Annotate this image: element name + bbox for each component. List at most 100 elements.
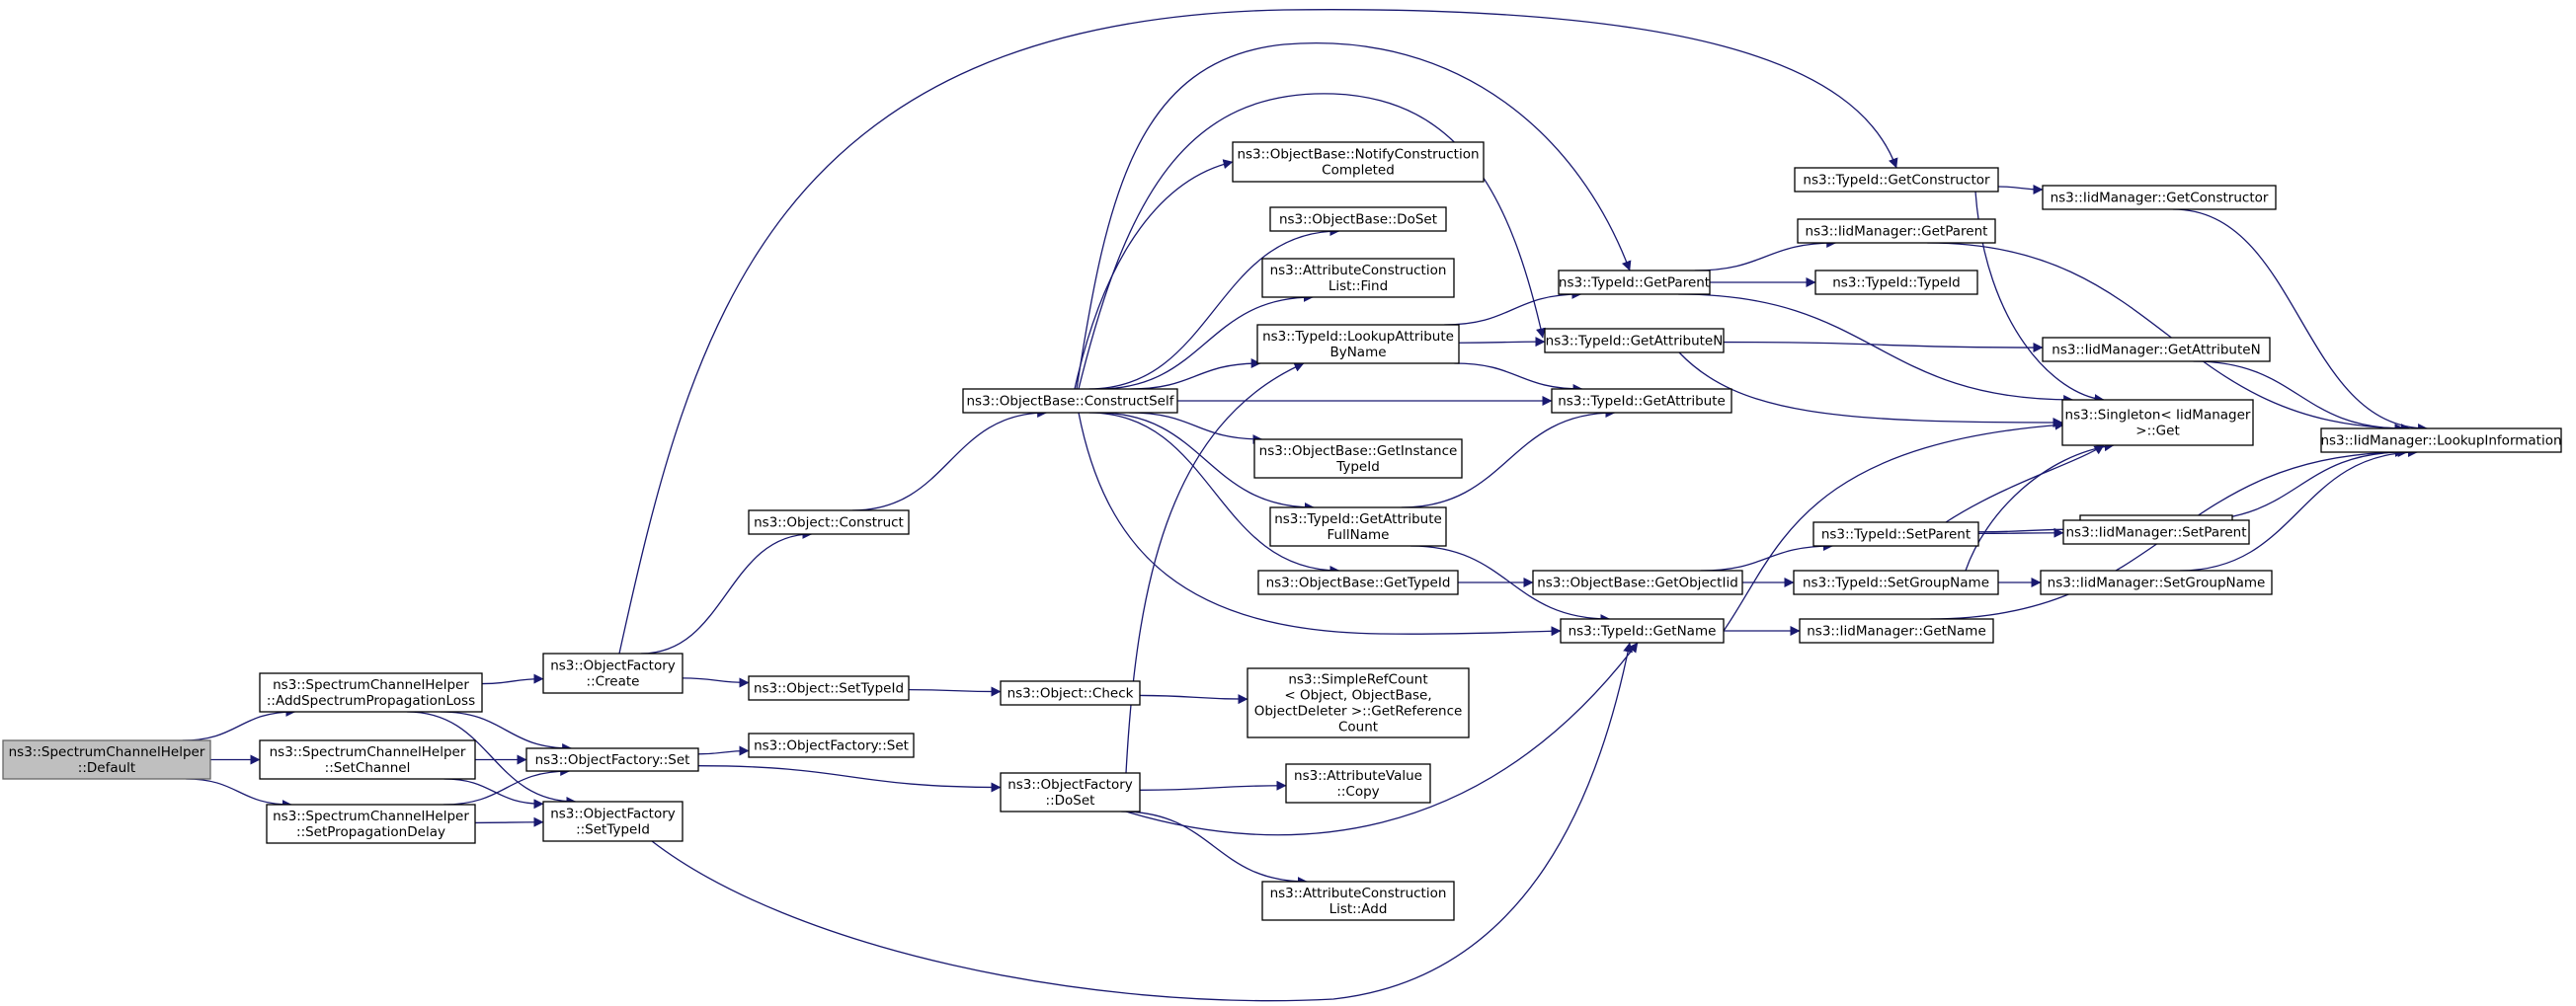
node-of-set[interactable]: ns3::ObjectFactory::Set <box>525 747 699 772</box>
edge-of_doset-to-acl_add <box>1121 811 1308 887</box>
edge-set_delay-to-of_set <box>443 766 571 806</box>
node-box <box>1285 763 1431 804</box>
node-of-create[interactable]: ns3::ObjectFactory::Create <box>542 653 684 694</box>
node-label-line: ns3::TypeId::GetAttributeN <box>1546 334 1724 349</box>
edge-of_create-to-obj_construct <box>641 529 813 655</box>
node-tid-typeid[interactable]: ns3::TypeId::TypeId <box>1814 270 1978 295</box>
node-box <box>1560 618 1725 644</box>
node-box <box>266 804 476 844</box>
edge-of_create-to-tid_getconstructor <box>618 9 1898 655</box>
node-label-line: ns3::TypeId::GetConstructor <box>1803 173 1990 189</box>
node-label-line: < Object, ObjectBase, <box>1284 688 1431 704</box>
node-box <box>259 739 476 780</box>
node-tid-getparent[interactable]: ns3::TypeId::GetParent <box>1558 270 1711 295</box>
node-tid-setparent[interactable]: ns3::TypeId::SetParent <box>1812 521 1979 547</box>
node-label-line: ByName <box>1329 345 1386 360</box>
node-label-line: ::Default <box>78 760 135 776</box>
node-tid-getconstructor[interactable]: ns3::TypeId::GetConstructor <box>1794 167 1999 193</box>
edge-add_loss-to-of_set <box>440 711 573 753</box>
node-label-line: ns3::TypeId::GetParent <box>1559 275 1710 291</box>
node-set-delay[interactable]: ns3::SpectrumChannelHelper::SetPropagati… <box>266 804 476 844</box>
node-ob-notify[interactable]: ns3::ObjectBase::NotifyConstructionCompl… <box>1232 141 1485 183</box>
node-obj-construct[interactable]: ns3::Object::Construct <box>748 509 910 535</box>
node-label-line: ::SetTypeId <box>576 822 650 838</box>
node-add-loss[interactable]: ns3::SpectrumChannelHelper::AddSpectrumP… <box>259 672 483 713</box>
node-tid-getattrn[interactable]: ns3::TypeId::GetAttributeN <box>1544 328 1725 353</box>
node-box <box>542 801 684 842</box>
edge-obj_settypeid-to-obj_check <box>908 686 1002 697</box>
node-label-line: ns3::TypeId::SetGroupName <box>1803 576 1989 591</box>
node-iid-getattrn[interactable]: ns3::IidManager::GetAttributeN <box>2042 337 2271 362</box>
node-box <box>2320 427 2562 453</box>
node-tid-getname[interactable]: ns3::TypeId::GetName <box>1560 618 1725 644</box>
edge-tid_setparent-to-singleton_get <box>1945 444 2105 523</box>
edge-iid_setgroupname-to-iid_lookup <box>2180 447 2418 572</box>
node-tid-setgroupname[interactable]: ns3::TypeId::SetGroupName <box>1793 570 1999 595</box>
node-ob-doset[interactable]: ns3::ObjectBase::DoSet <box>1269 206 1447 232</box>
node-box <box>2061 399 2254 446</box>
node-singleton-get[interactable]: ns3::Singleton< IidManager>::Get <box>2061 399 2254 446</box>
node-label-line: List::Add <box>1329 901 1388 917</box>
node-label-line: ns3::TypeId::TypeId <box>1832 275 1961 291</box>
edge-obj_construct-to-ob_constructself <box>851 408 1048 511</box>
node-label-line: ns3::ObjectFactory <box>550 807 676 822</box>
node-label-line: ns3::TypeId::GetName <box>1569 624 1717 640</box>
node-tid-getattr[interactable]: ns3::TypeId::GetAttribute <box>1551 388 1732 414</box>
node-box <box>2 739 211 780</box>
node-box <box>1814 270 1978 295</box>
node-box <box>1257 570 1459 595</box>
edge-ob_getobjectiid-to-tid_setparent <box>1701 541 1833 572</box>
node-set-channel[interactable]: ns3::SpectrumChannelHelper::SetChannel <box>259 739 476 780</box>
node-box <box>1269 506 1447 547</box>
node-of-doset[interactable]: ns3::ObjectFactory::DoSet <box>1000 772 1141 813</box>
edge-iid_setparent-to-iid_lookup <box>2193 447 2405 521</box>
node-box <box>1000 772 1141 813</box>
node-label-line: ns3::TypeId::LookupAttribute <box>1262 329 1454 345</box>
edge-tid_getname-to-singleton_get <box>1723 420 2065 632</box>
node-label-line: ns3::SpectrumChannelHelper <box>9 744 205 760</box>
edge-add_loss-to-of_settypeid <box>407 711 577 807</box>
edge-ob_constructself-to-tid_getattrn <box>1078 93 1546 390</box>
edge-ob_constructself-to-tid_lookup <box>1130 358 1261 390</box>
node-iid-setparent[interactable]: ns3::IidManager::SetParent <box>2062 519 2250 545</box>
node-ob-constructself[interactable]: ns3::ObjectBase::ConstructSelf <box>962 388 1178 414</box>
nodes-layer: ns3::SpectrumChannelHelper::Defaultns3::… <box>2 141 2562 921</box>
node-iid-lookup[interactable]: ns3::IidManager::LookupInformation <box>2320 427 2562 453</box>
node-of-settypeid[interactable]: ns3::ObjectFactory::SetTypeId <box>542 801 684 842</box>
node-iid-getconstructor[interactable]: ns3::IidManager::GetConstructor <box>2042 185 2277 210</box>
node-label-line: ns3::ObjectBase::DoSet <box>1279 212 1437 228</box>
node-simpleref[interactable]: ns3::SimpleRefCount< Object, ObjectBase,… <box>1247 667 1470 738</box>
node-iid-setgroupname[interactable]: ns3::IidManager::SetGroupName <box>2040 570 2273 595</box>
node-iid-getparent[interactable]: ns3::IidManager::GetParent <box>1797 218 1996 244</box>
node-label-line: ns3::IidManager::GetParent <box>1806 224 1988 240</box>
node-label-line: ns3::SpectrumChannelHelper <box>273 809 469 824</box>
node-default[interactable]: ns3::SpectrumChannelHelper::Default <box>2 739 211 780</box>
node-label-line: ::DoSet <box>1046 793 1095 809</box>
node-ob-getobjectiid[interactable]: ns3::ObjectBase::GetObjectIid <box>1532 570 1743 595</box>
node-label-line: Count <box>1338 720 1378 735</box>
node-label-line: ::SetChannel <box>325 760 411 776</box>
node-box <box>2062 519 2250 545</box>
node-label-line: ns3::TypeId::GetAttribute <box>1274 511 1442 527</box>
node-box <box>1812 521 1979 547</box>
node-obj-check[interactable]: ns3::Object::Check <box>1000 680 1141 706</box>
edge-of_create-to-obj_settypeid <box>682 677 750 688</box>
node-of-set2[interactable]: ns3::ObjectFactory::Set <box>748 733 915 758</box>
node-box <box>1558 270 1711 295</box>
node-ob-gettypeid[interactable]: ns3::ObjectBase::GetTypeId <box>1257 570 1459 595</box>
node-obj-settypeid[interactable]: ns3::Object::SetTypeId <box>748 675 910 701</box>
node-label-line: ns3::ObjectBase::GetObjectIid <box>1537 576 1738 591</box>
node-box <box>748 675 910 701</box>
node-iid-getname[interactable]: ns3::IidManager::GetName <box>1799 618 1994 644</box>
node-box <box>962 388 1178 414</box>
node-av-copy[interactable]: ns3::AttributeValue::Copy <box>1285 763 1431 804</box>
node-label-line: ns3::IidManager::LookupInformation <box>2320 433 2561 449</box>
node-label-line: ns3::SpectrumChannelHelper <box>270 744 466 760</box>
node-label-line: ns3::ObjectBase::ConstructSelf <box>967 394 1175 410</box>
